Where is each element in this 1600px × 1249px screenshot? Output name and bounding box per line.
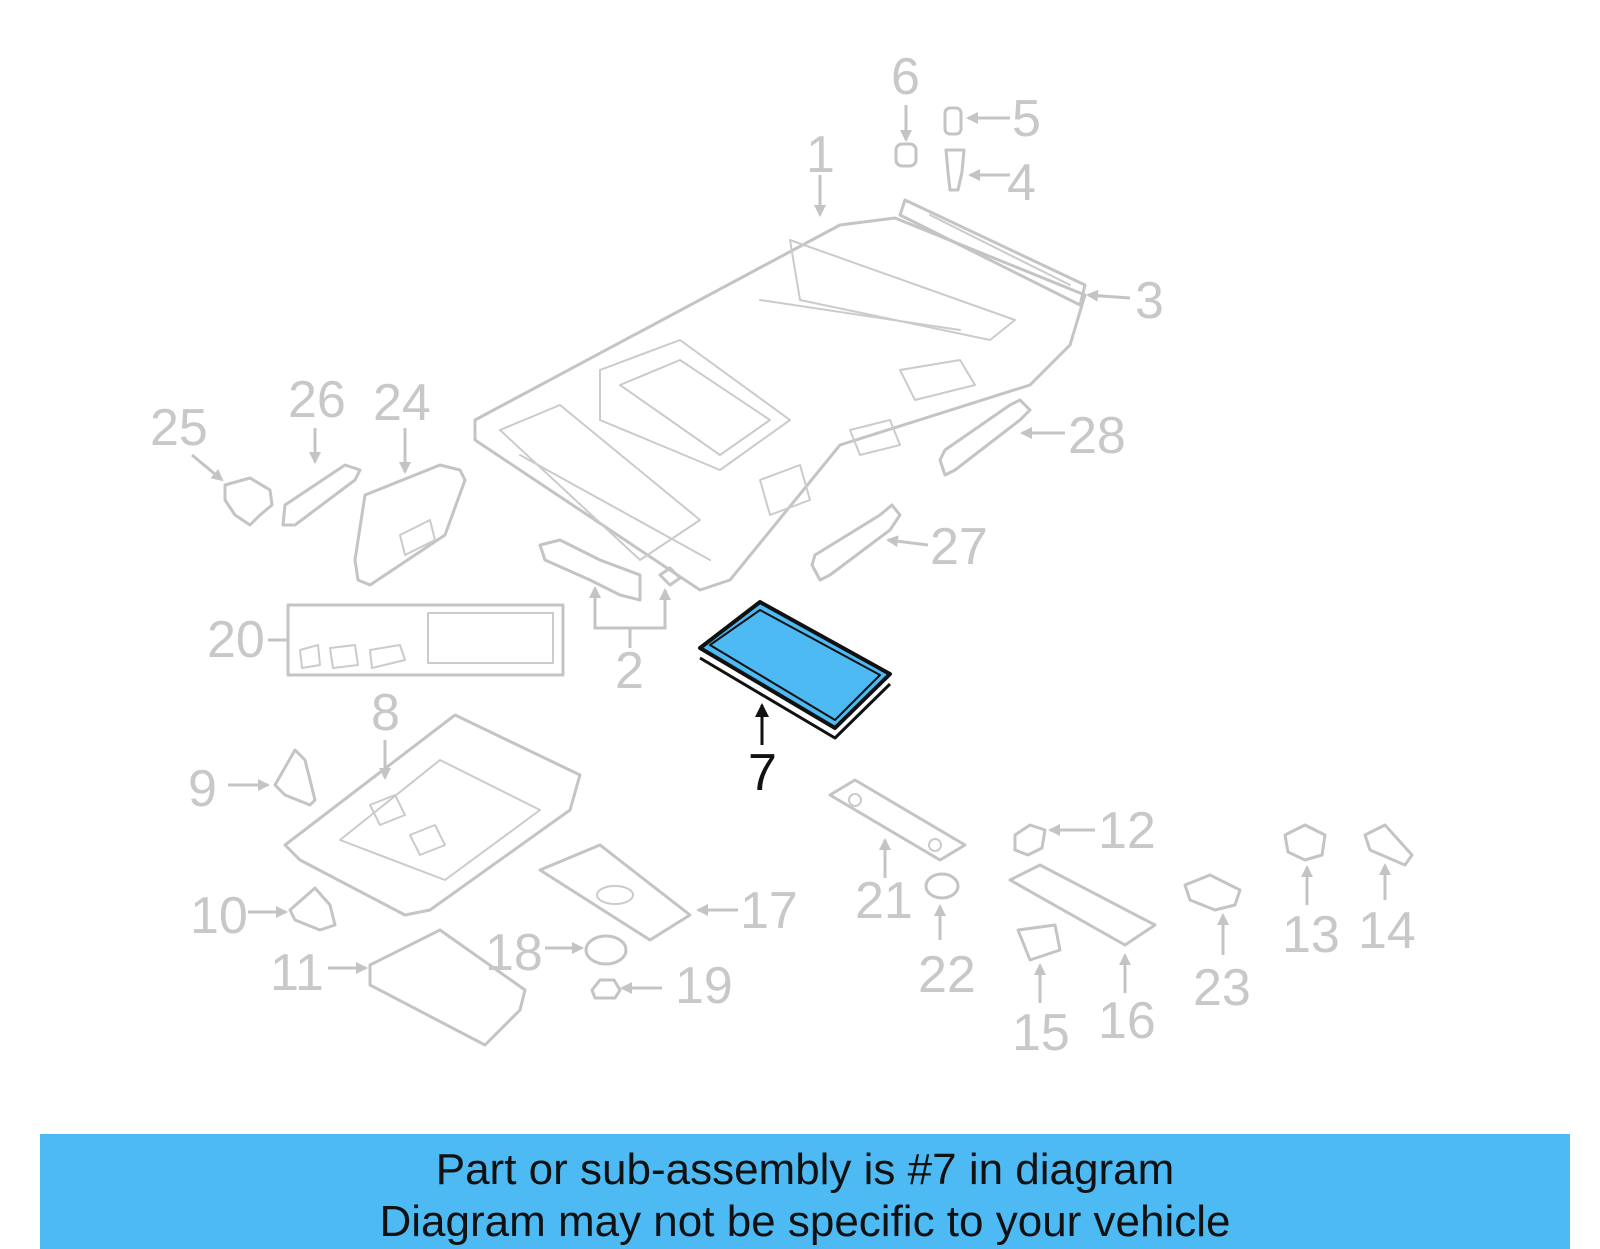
pad-parts xyxy=(538,843,692,1000)
callout-26: 26 xyxy=(288,371,346,429)
bracket-parts xyxy=(538,538,682,602)
callout-4: 4 xyxy=(1007,154,1036,212)
callout-20: 20 xyxy=(207,611,265,669)
callout-11: 11 xyxy=(270,944,324,1002)
callout-15: 15 xyxy=(1012,1004,1070,1062)
callout-19: 19 xyxy=(675,957,733,1015)
callout-28: 28 xyxy=(1068,407,1126,465)
callout-6: 6 xyxy=(891,48,920,106)
callout-14: 14 xyxy=(1358,902,1416,960)
callout-24: 24 xyxy=(373,374,431,432)
sunroof-shade-part xyxy=(698,600,892,740)
leader-lines xyxy=(191,105,1391,1003)
callout-9: 9 xyxy=(188,760,217,818)
callout-labels: 1 2 3 4 5 6 7 8 9 10 11 12 13 14 15 16 1… xyxy=(150,48,1416,1062)
sunvisor-parts xyxy=(223,463,467,587)
headliner-part xyxy=(473,216,1087,592)
callout-23: 23 xyxy=(1193,959,1251,1017)
clip-parts xyxy=(894,106,966,192)
callout-27: 27 xyxy=(930,518,988,576)
callout-16: 16 xyxy=(1098,992,1156,1050)
callout-25: 25 xyxy=(150,399,208,457)
callout-3: 3 xyxy=(1135,272,1164,330)
grab-handle-parts xyxy=(810,398,1032,582)
rear-trim-part xyxy=(898,198,1087,307)
banner-line-disclaimer: Diagram may not be specific to your vehi… xyxy=(379,1197,1231,1246)
callout-17: 17 xyxy=(740,882,798,940)
callout-7: 7 xyxy=(748,744,777,802)
callout-12: 12 xyxy=(1098,802,1156,860)
callout-21: 21 xyxy=(855,872,913,930)
callout-22: 22 xyxy=(918,946,976,1004)
callout-10: 10 xyxy=(190,887,248,945)
callout-8: 8 xyxy=(371,684,400,742)
info-banner: Part or sub-assembly is #7 in diagram Di… xyxy=(40,1134,1570,1249)
console-panel-part xyxy=(286,603,565,677)
callout-13: 13 xyxy=(1282,906,1340,964)
cap-parts xyxy=(1183,823,1414,912)
callout-18: 18 xyxy=(485,924,543,982)
callout-2: 2 xyxy=(615,642,644,700)
callout-1: 1 xyxy=(806,126,835,184)
callout-5: 5 xyxy=(1012,90,1041,148)
overhead-console-part xyxy=(283,713,582,917)
small-console-parts xyxy=(273,748,527,1047)
garnish-parts xyxy=(1008,823,1157,962)
trim-strip-parts xyxy=(828,778,967,900)
banner-line-part-number: Part or sub-assembly is #7 in diagram xyxy=(435,1145,1175,1194)
